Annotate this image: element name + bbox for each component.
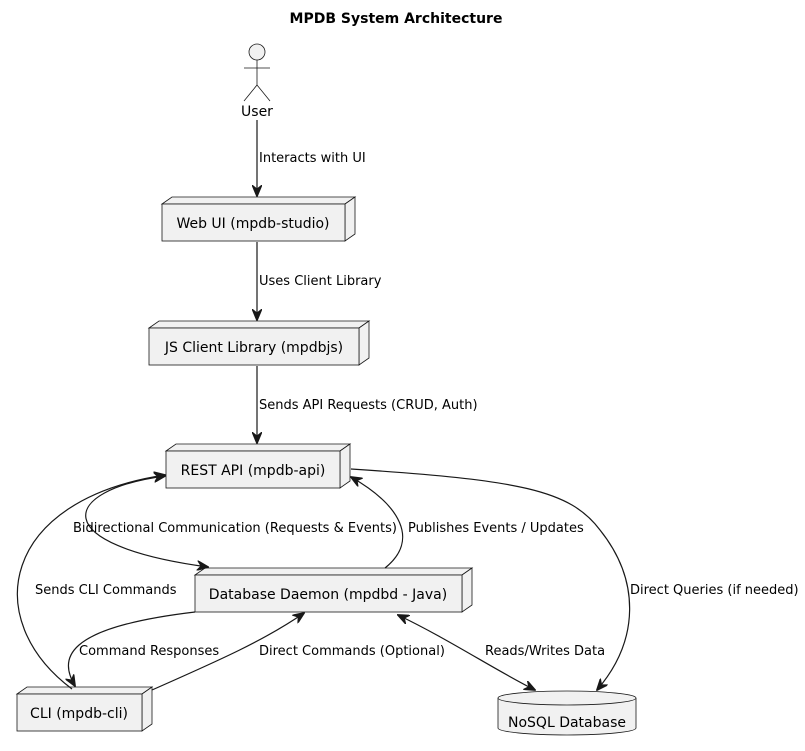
- node-database: NoSQL Database: [497, 690, 637, 736]
- node-web-ui: Web UI (mpdb-studio): [160, 196, 357, 242]
- edge-daemon-to-cli: [68, 611, 196, 686]
- edge-api-to-db: [350, 468, 631, 690]
- node-js-client: JS Client Library (mpdbjs): [147, 320, 371, 366]
- node-web-ui-label: Web UI (mpdb-studio): [176, 216, 329, 232]
- edge-cli-to-daemon: [151, 613, 304, 691]
- user-actor: [243, 43, 271, 102]
- edge-label-daemon-db: Reads/Writes Data: [485, 644, 605, 659]
- edge-label-user-to-web: Interacts with UI: [259, 151, 366, 166]
- edge-label-api-daemon: Bidirectional Communication (Requests & …: [73, 521, 397, 536]
- edge-label-api-to-db: Direct Queries (if needed): [630, 583, 799, 598]
- edge-daemon-db: [398, 615, 535, 690]
- node-rest-api-label: REST API (mpdb-api): [181, 463, 326, 479]
- edge-cli-to-api: [16, 475, 165, 690]
- edge-label-cli-to-api: Sends CLI Commands: [35, 583, 177, 598]
- user-label: User: [241, 104, 273, 120]
- node-js-client-label: JS Client Library (mpdbjs): [164, 340, 343, 356]
- diagram-title: MPDB System Architecture: [290, 11, 503, 27]
- node-daemon: Database Daemon (mpdbd - Java): [193, 567, 474, 613]
- node-database-label: NoSQL Database: [508, 715, 626, 731]
- node-rest-api: REST API (mpdb-api): [164, 443, 352, 489]
- edge-label-daemon-to-api: Publishes Events / Updates: [408, 521, 584, 536]
- edge-label-daemon-to-cli: Command Responses: [79, 644, 219, 659]
- edge-label-js-to-api: Sends API Requests (CRUD, Auth): [259, 398, 478, 413]
- edge-api-daemon-bidirectional: [85, 476, 208, 567]
- edge-daemon-to-api: [351, 477, 404, 569]
- node-cli-label: CLI (mpdb-cli): [30, 706, 128, 722]
- edge-label-web-to-js: Uses Client Library: [259, 274, 382, 289]
- node-daemon-label: Database Daemon (mpdbd - Java): [209, 587, 447, 603]
- edge-label-cli-to-daemon: Direct Commands (Optional): [259, 644, 445, 659]
- node-cli: CLI (mpdb-cli): [15, 686, 154, 732]
